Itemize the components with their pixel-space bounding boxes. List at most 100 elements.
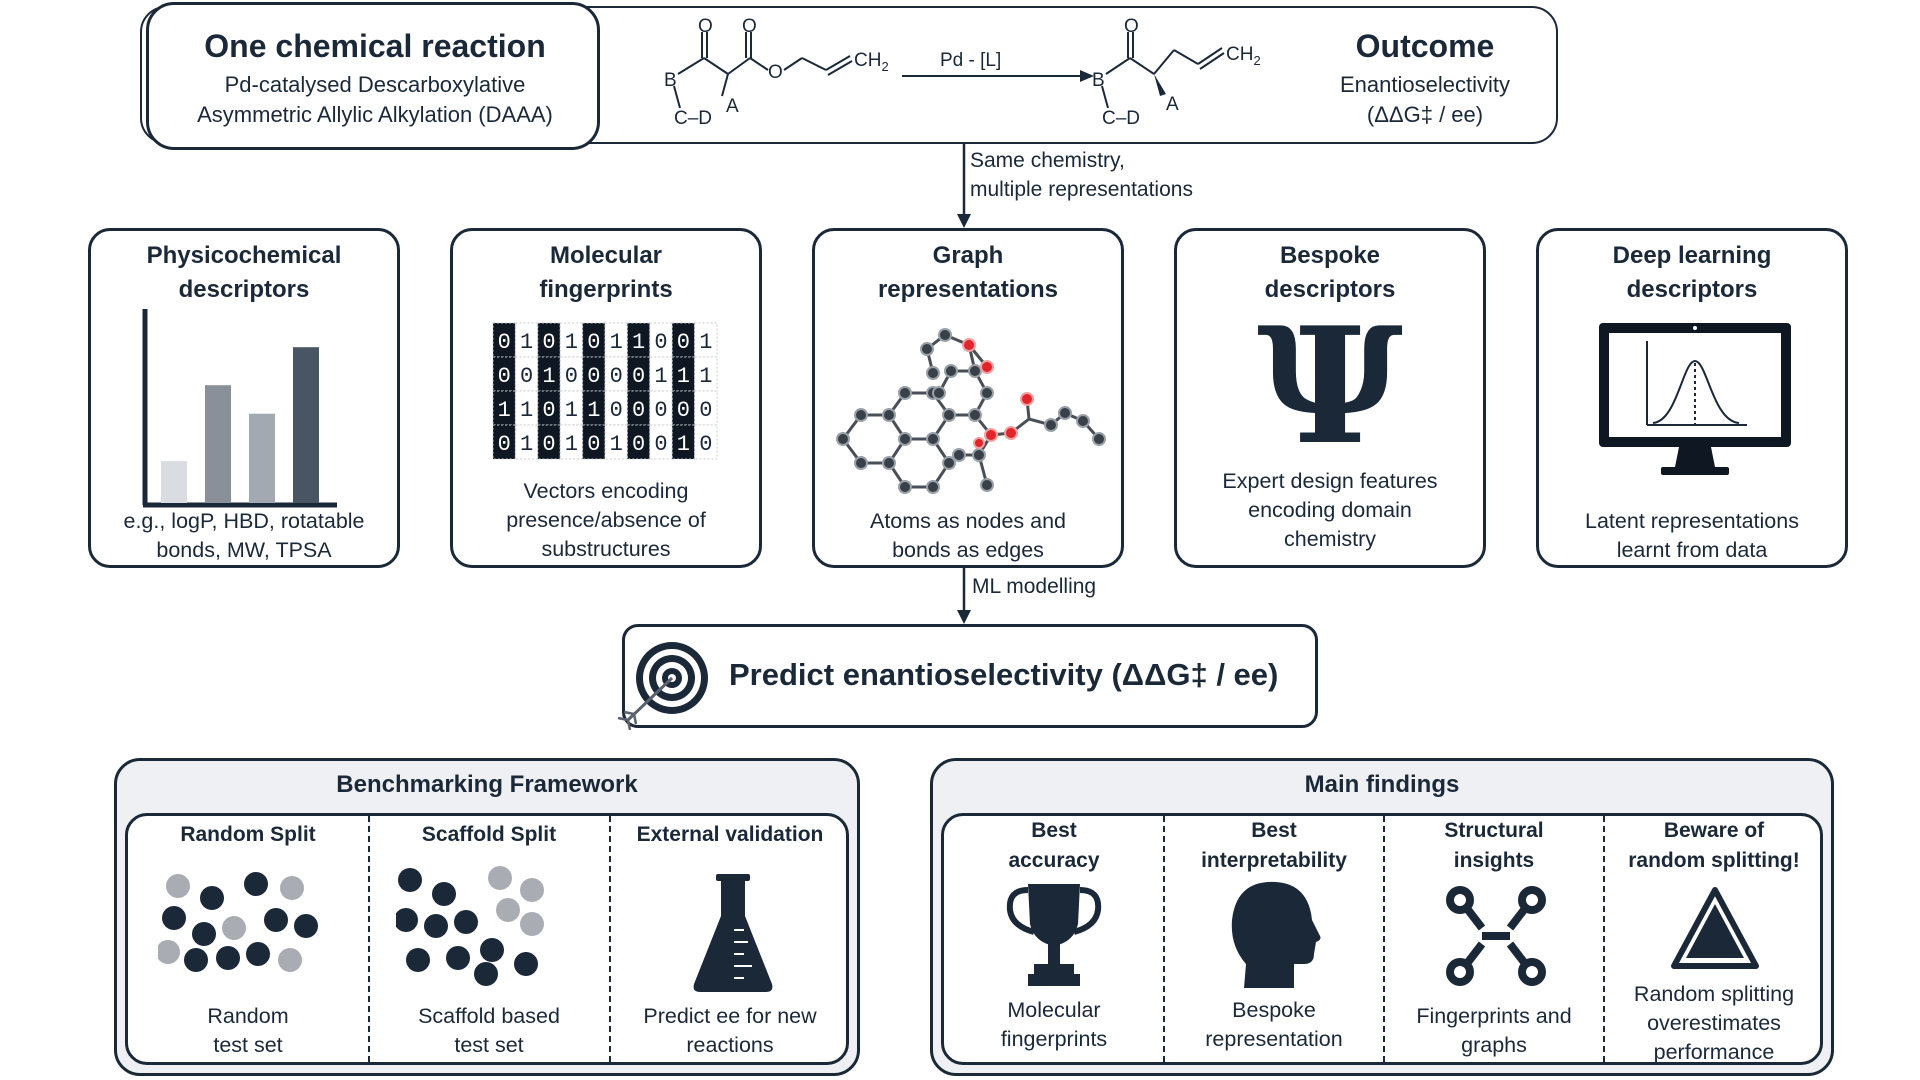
psi-icon: Ψ — [1256, 292, 1404, 480]
bit-cell — [559, 390, 584, 426]
bit-value: 1 — [565, 432, 578, 457]
train-dot — [446, 946, 470, 970]
col-desc-line2: graphs — [1461, 1033, 1527, 1057]
bit-cell — [514, 356, 539, 392]
train-dot — [184, 948, 208, 972]
col-title-line1: Beware of — [1663, 819, 1765, 842]
bit-cell — [559, 424, 584, 460]
bit-value: 0 — [632, 364, 645, 389]
rep-deep-learning-title: Deep learning descriptors — [1539, 239, 1845, 307]
test-dot — [166, 874, 190, 898]
bit-value: 1 — [677, 432, 690, 457]
bit-value: 0 — [610, 364, 623, 389]
rep-graph: Graph representations — [812, 228, 1124, 568]
molecular-graph-icon — [836, 328, 1106, 494]
bit-cell — [649, 322, 673, 358]
findings-divider-3 — [1603, 816, 1605, 1062]
rep-desc-line2: presence/absence of — [506, 508, 706, 532]
train-dot — [264, 908, 288, 932]
best-interpretability-desc: Bespoke representation — [1164, 996, 1384, 1054]
bit-cell — [492, 356, 516, 392]
bit-value: 0 — [632, 432, 645, 457]
col-desc-line2: test set — [454, 1033, 524, 1057]
arrow-top-label-line1: Same chemistry, — [970, 149, 1125, 172]
col-title-line1: Best — [1031, 819, 1077, 842]
rep-bespoke: Bespoke descriptors Ψ Expert design feat… — [1174, 228, 1486, 568]
rep-title-line1: Physicochemical — [146, 242, 342, 269]
train-dot — [244, 872, 268, 896]
arrow-top-label-line2: multiple representations — [970, 178, 1193, 201]
arrow-top-label: Same chemistry, multiple representations — [970, 146, 1193, 204]
rep-desc-line2: encoding domain — [1248, 498, 1412, 522]
reactant-ester-o: O — [742, 16, 757, 37]
col-desc-line1: Molecular — [1007, 998, 1101, 1022]
arrow-down-mid — [957, 568, 971, 624]
bit-cell — [649, 424, 673, 460]
rep-title-line2: descriptors — [178, 276, 310, 303]
col-desc-line2: representation — [1205, 1027, 1343, 1051]
bit-value: 0 — [542, 432, 555, 457]
findings-panel: Main findings Best accuracy Molecular fi… — [930, 758, 1834, 1076]
scaffold-split-dots-icon — [396, 866, 544, 986]
reactant-ketone-o: O — [698, 16, 713, 37]
bit-value: 1 — [565, 330, 578, 355]
bit-cell — [582, 424, 606, 460]
train-dot — [406, 948, 430, 972]
outcome-line2: (ΔΔG‡ / ee) — [1366, 102, 1484, 127]
bit-cell — [649, 390, 673, 426]
bit-value: 1 — [654, 364, 667, 389]
bit-value: 0 — [699, 398, 712, 423]
best-accuracy-desc: Molecular fingerprints — [944, 996, 1164, 1054]
bit-cell — [604, 390, 628, 426]
bit-cell — [604, 424, 628, 460]
train-dot — [192, 922, 216, 946]
bit-cell — [604, 356, 628, 392]
predict-label: Predict enantioselectivity (ΔΔG‡ / ee) — [729, 657, 1279, 692]
col-desc-line1: Scaffold based — [418, 1004, 560, 1028]
col-desc-line2: reactions — [686, 1033, 774, 1057]
bit-value: 1 — [610, 330, 623, 355]
col-desc-line1: Fingerprints and — [1416, 1004, 1572, 1028]
bit-value: 0 — [677, 398, 690, 423]
bit-cell — [694, 390, 718, 426]
bit-value: 1 — [565, 398, 578, 423]
bit-cell — [694, 356, 718, 392]
train-dot — [432, 882, 456, 906]
train-dot — [162, 906, 186, 930]
col-desc-line2: overestimates — [1647, 1011, 1781, 1035]
reaction-scheme: O O O B A C–D CH2 Pd - [L] O B A C–D CH2 — [664, 16, 1261, 129]
rep-desc-line3: substructures — [541, 537, 671, 561]
bit-cell — [694, 322, 718, 358]
bit-value: 1 — [587, 398, 600, 423]
beware-random-splitting-desc: Random splitting overestimates performan… — [1604, 980, 1824, 1067]
bit-value: 1 — [610, 432, 623, 457]
bit-cell — [492, 322, 516, 358]
train-dot — [398, 868, 422, 892]
rep-desc-line1: Expert design features — [1222, 469, 1438, 493]
reactant-a: A — [726, 96, 739, 117]
bit-cell — [537, 322, 561, 358]
rep-title-line1: Molecular — [549, 242, 663, 269]
reactant-b: B — [664, 70, 677, 91]
rep-title-line1: Graph — [932, 242, 1004, 269]
product-b: B — [1092, 70, 1105, 91]
rep-title-line1: Deep learning — [1612, 242, 1772, 269]
col-desc-line1: Predict ee for new — [643, 1004, 817, 1028]
col-title-line1: Best — [1251, 819, 1297, 842]
molecule-network-icon — [1446, 886, 1546, 986]
test-dot — [488, 866, 512, 890]
bar-chart-icon — [142, 309, 337, 508]
bit-cell — [492, 390, 516, 426]
bit-cell — [514, 322, 539, 358]
rep-bespoke-title: Bespoke descriptors — [1177, 239, 1483, 307]
col-title-line2: insights — [1453, 849, 1535, 872]
reactant-ether-o: O — [768, 62, 783, 83]
train-dot — [474, 962, 498, 986]
train-dot — [424, 914, 448, 938]
bar-2 — [205, 385, 231, 503]
rep-title-line2: representations — [877, 276, 1059, 303]
train-dot — [246, 942, 270, 966]
rep-graph-title: Graph representations — [815, 239, 1121, 307]
